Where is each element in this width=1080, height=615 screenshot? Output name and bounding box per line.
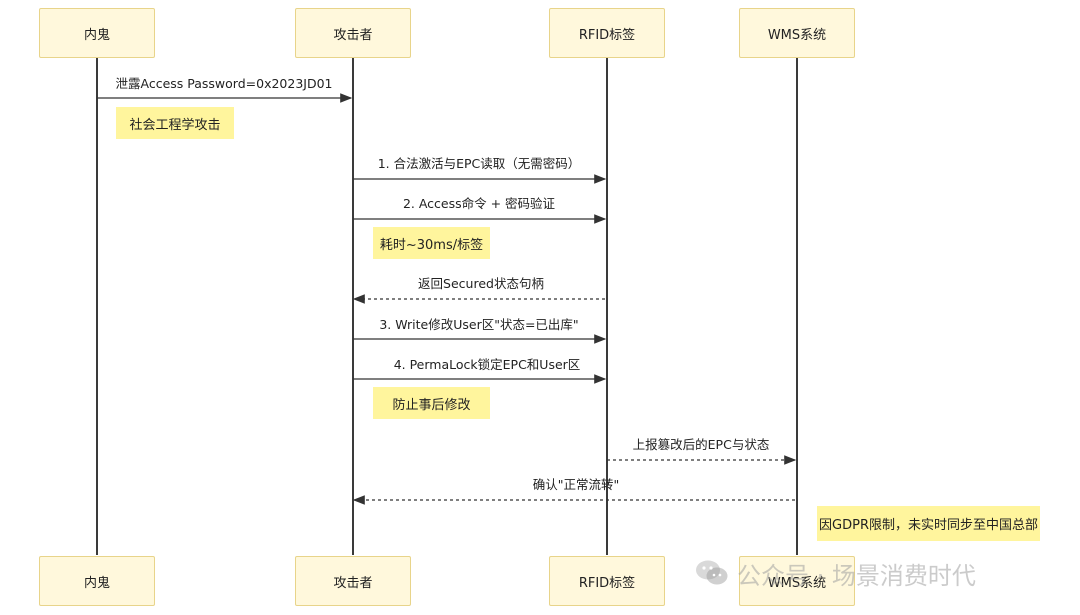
actor-rfid-tag-top: RFID标签 [549, 8, 665, 58]
msg-access-command: 2. Access命令 + 密码验证 [402, 196, 556, 211]
lifeline-attacker [352, 58, 354, 555]
msg-write-user: 3. Write修改User区"状态=已出库" [379, 317, 579, 332]
note-gdpr-restriction: 因GDPR限制，未实时同步至中国总部 [817, 506, 1040, 541]
msg-activate-read: 1. 合法激活与EPC读取（无需密码） [377, 156, 581, 171]
watermark-text: 公众号 · 场景消费时代 [737, 561, 976, 590]
actor-attacker-bottom: 攻击者 [295, 556, 411, 606]
actor-rfid-tag-bottom: RFID标签 [549, 556, 665, 606]
watermark: 公众号 · 场景消费时代 [695, 555, 976, 591]
actor-insider-bottom: 内鬼 [39, 556, 155, 606]
actor-wms-bottom: WMS系统 [739, 556, 855, 606]
wechat-icon [695, 559, 729, 587]
note-prevent-modification: 防止事后修改 [373, 387, 490, 419]
actor-wms-top: WMS系统 [739, 8, 855, 58]
lifeline-rfid-tag [606, 58, 608, 555]
note-time-per-tag: 耗时~30ms/标签 [373, 227, 490, 259]
actor-attacker-top: 攻击者 [295, 8, 411, 58]
msg-confirm-normal: 确认"正常流转" [532, 477, 620, 492]
actor-insider-top: 内鬼 [39, 8, 155, 58]
note-social-engineering: 社会工程学攻击 [116, 107, 234, 139]
msg-return-secured: 返回Secured状态句柄 [418, 276, 544, 291]
lifeline-insider [96, 58, 98, 555]
msg-leak-password: 泄露Access Password=0x2023JD01 [115, 76, 333, 91]
lifeline-wms [796, 58, 798, 555]
msg-report-epc: 上报篡改后的EPC与状态 [632, 437, 770, 452]
msg-permalock: 4. PermaLock锁定EPC和User区 [393, 357, 581, 372]
